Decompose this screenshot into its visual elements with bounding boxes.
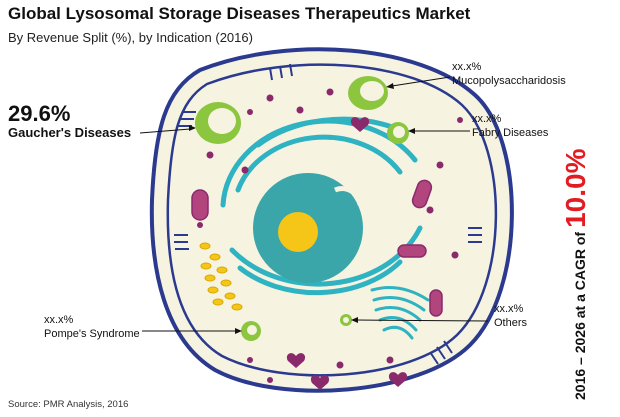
leader-lines	[139, 76, 489, 334]
name-gaucher: Gaucher's Diseases	[8, 125, 132, 140]
vesicle-cluster	[199, 242, 243, 311]
lysosome-mps	[348, 76, 388, 110]
cagr-label: 2016 – 2026 at a CAGR of	[572, 231, 588, 400]
value-others: xx.x%	[494, 303, 524, 315]
value-fabry: xx.x%	[472, 113, 502, 125]
lysosome-fabry	[387, 122, 409, 144]
nucleolus	[278, 212, 318, 252]
label-fabry: xx.x% Fabry Diseases	[472, 112, 548, 140]
lysosome-others	[340, 314, 352, 326]
source-note: Source: PMR Analysis, 2016	[8, 399, 129, 410]
label-pompe: xx.x% Pompe's Syndrome	[44, 313, 140, 341]
chart-title: Global Lysosomal Storage Diseases Therap…	[8, 4, 471, 23]
lysosome-gaucher	[195, 102, 241, 144]
name-others: Others	[494, 317, 528, 329]
name-fabry: Fabry Diseases	[472, 127, 549, 139]
granules	[197, 88, 463, 383]
mitochondria	[191, 179, 443, 317]
label-gaucher: 29.6% Gaucher's Diseases	[8, 102, 131, 141]
cell-membrane-inner	[166, 63, 498, 377]
name-pompe: Pompe's Syndrome	[44, 328, 140, 340]
golgi-stack	[370, 286, 430, 340]
value-gaucher: 29.6%	[8, 101, 71, 126]
value-mps: xx.x%	[452, 61, 482, 73]
lysosome-pompe	[241, 321, 261, 341]
value-pompe: xx.x%	[44, 314, 74, 326]
membrane-channels	[174, 63, 482, 365]
name-mps: Mucopolysaccharidosis	[452, 75, 566, 87]
heart-granules	[286, 117, 408, 390]
label-mps: xx.x% Mucopolysaccharidosis	[452, 60, 566, 88]
cagr-callout: 2016 – 2026 at a CAGR of 10.0%	[560, 149, 592, 401]
nucleus-pore	[334, 186, 363, 206]
label-others: xx.x% Others	[494, 302, 527, 330]
er-arcs	[220, 116, 423, 296]
chart-subtitle: By Revenue Split (%), by Indication (201…	[8, 30, 253, 45]
cagr-value: 10.0%	[560, 148, 591, 228]
